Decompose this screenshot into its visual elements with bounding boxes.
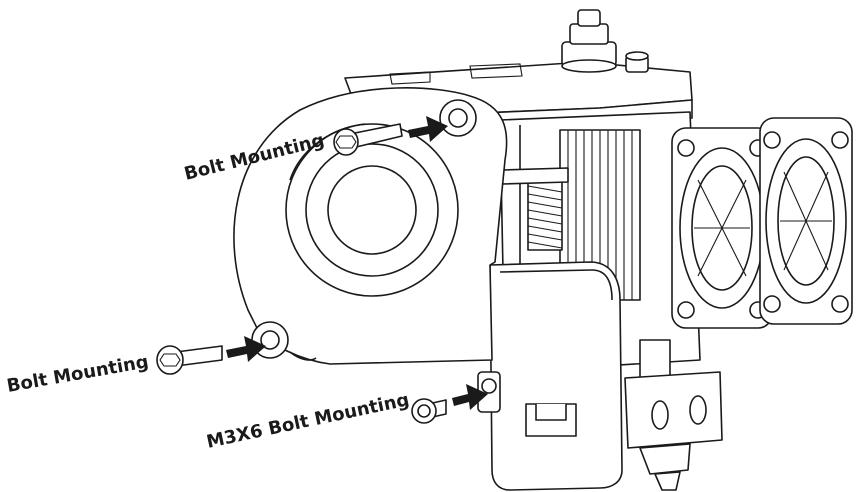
front-bracket [477, 261, 623, 491]
bolt-top [333, 123, 403, 156]
bolt-m3x6 [411, 398, 447, 424]
filament-fitting [561, 9, 617, 73]
callout-bolt-mounting-left: Bolt Mounting [5, 351, 150, 397]
fan-left [671, 127, 773, 329]
small-screw-top [625, 51, 649, 73]
blower-fan [233, 87, 508, 365]
fan-right [759, 117, 853, 325]
arrow-icon [408, 116, 448, 142]
callout-m3x6-bolt-mounting: M3X6 Bolt Mounting [205, 389, 411, 453]
spring [527, 179, 563, 251]
arrow-icon [226, 336, 266, 362]
bolt-left [156, 345, 223, 375]
arrow-icon [452, 384, 488, 410]
hotend [624, 339, 723, 491]
